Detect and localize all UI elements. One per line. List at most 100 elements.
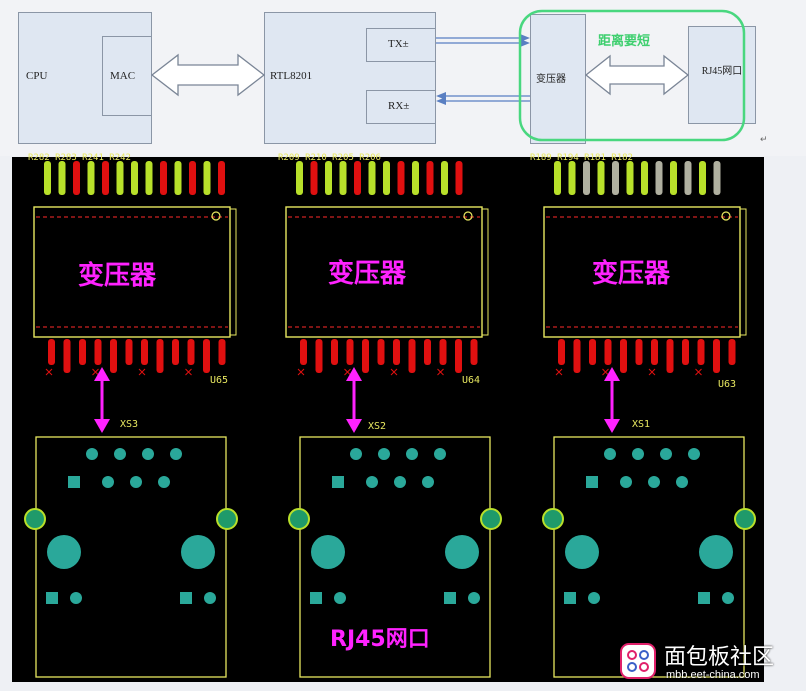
signal-pad <box>170 448 182 460</box>
no-connect-mark <box>92 368 99 376</box>
signal-pad <box>350 448 362 460</box>
top-pad <box>684 161 692 195</box>
bottom-pad <box>455 339 462 373</box>
signal-pad <box>378 448 390 460</box>
top-pad <box>713 161 721 195</box>
led-square-pad <box>180 592 192 604</box>
distance-arrow-head-bottom <box>346 419 362 433</box>
led-square-pad <box>46 592 58 604</box>
mount-pad <box>480 508 502 530</box>
cpu-label: CPU <box>26 70 48 82</box>
top-pad <box>699 161 706 195</box>
mac-phy-double-arrow <box>150 53 266 97</box>
signal-pad <box>366 476 378 488</box>
designator-3: U63 <box>718 379 737 390</box>
top-refs-2: R209 R210 R205 R206 <box>278 153 381 163</box>
top-pad <box>325 161 332 195</box>
bottom-pad <box>346 339 354 365</box>
signal-pad <box>676 476 688 488</box>
led-square-pad <box>698 592 710 604</box>
no-connect-mark <box>344 368 351 376</box>
watermark-title: 面包板社区 <box>664 645 775 670</box>
distance-arrow-head-top <box>94 367 110 381</box>
led-pad <box>722 592 734 604</box>
transformer-side <box>481 208 489 336</box>
signal-pad <box>620 476 632 488</box>
tx-label: TX± <box>388 38 409 50</box>
bottom-pad <box>424 339 431 365</box>
designator-2: U64 <box>462 375 481 386</box>
signal-pad <box>648 476 660 488</box>
no-connect-mark <box>185 368 192 376</box>
square-pad <box>68 476 80 488</box>
transformer-side <box>739 208 747 336</box>
top-pad <box>218 161 225 195</box>
signal-pad <box>394 476 406 488</box>
top-pad <box>441 161 448 195</box>
no-connect-mark <box>695 368 702 376</box>
bottom-pad <box>573 339 581 373</box>
bottom-pad <box>728 339 736 365</box>
no-connect-mark <box>390 368 398 376</box>
rx-block <box>366 90 436 124</box>
top-pad <box>641 161 648 195</box>
pcb-drawing <box>24 161 756 678</box>
block-diagram: CPU MAC RTL8201 TX± RX± 变压器 RJ45网口 距离要短 … <box>0 0 806 156</box>
rj45-label-line: RJ45网口 <box>701 66 743 77</box>
signal-pad <box>142 448 154 460</box>
top-pad <box>597 161 605 195</box>
top-pad <box>554 161 561 195</box>
bottom-pad <box>156 339 164 373</box>
top-refs-3: R189 R194 R181 R182 <box>530 153 633 163</box>
top-pad <box>131 161 138 195</box>
top-pad <box>412 161 419 195</box>
signal-pad <box>406 448 418 460</box>
distance-arrow-head-bottom <box>94 419 110 433</box>
top-pad <box>160 161 167 195</box>
highlight-frame <box>518 9 746 142</box>
transformer-label-2: 变压器 <box>328 259 407 289</box>
top-pad <box>368 161 376 195</box>
eet-logo-icon <box>620 643 656 679</box>
distance-arrow-head-top <box>604 367 620 381</box>
bottom-pad <box>682 339 689 365</box>
rx-label: RX± <box>388 100 410 112</box>
top-pad <box>426 161 434 195</box>
signal-pad <box>604 448 616 460</box>
mount-hole <box>445 535 479 569</box>
bottom-pad <box>300 339 307 365</box>
led-pad <box>70 592 82 604</box>
corner-mark: ↵ <box>760 134 768 144</box>
mac-label: MAC <box>110 70 136 82</box>
bottom-pad <box>713 339 720 373</box>
top-pad <box>397 161 405 195</box>
mount-pad <box>288 508 310 530</box>
top-pad <box>73 161 80 195</box>
top-pad <box>670 161 677 195</box>
bottom-pad <box>315 339 323 373</box>
bottom-pad <box>94 339 102 365</box>
top-pad <box>568 161 576 195</box>
rj45-outline <box>35 436 227 678</box>
transformer-label-3: 变压器 <box>592 259 671 289</box>
top-refs-1: R282 R283 R241 R242 <box>28 153 131 163</box>
transformer-side <box>229 208 237 336</box>
top-pad <box>102 161 109 195</box>
phy-label: RTL8201 <box>270 70 313 82</box>
designator-1: U65 <box>210 375 229 386</box>
led-pad <box>468 592 480 604</box>
bottom-pad <box>187 339 195 365</box>
no-connect-mark <box>437 368 444 376</box>
watermark-url: mbb.eet-china.com <box>666 669 760 681</box>
bottom-pad <box>331 339 338 365</box>
top-pad <box>116 161 124 195</box>
tx-block <box>366 28 436 62</box>
signal-pad <box>422 476 434 488</box>
led-pad <box>334 592 346 604</box>
bottom-pad <box>48 339 55 365</box>
connector-ref-2: XS2 <box>368 421 387 432</box>
top-pad <box>203 161 211 195</box>
transformer-label: 变压器 <box>536 74 566 85</box>
mount-hole <box>47 535 81 569</box>
pin1-marker <box>721 211 731 221</box>
